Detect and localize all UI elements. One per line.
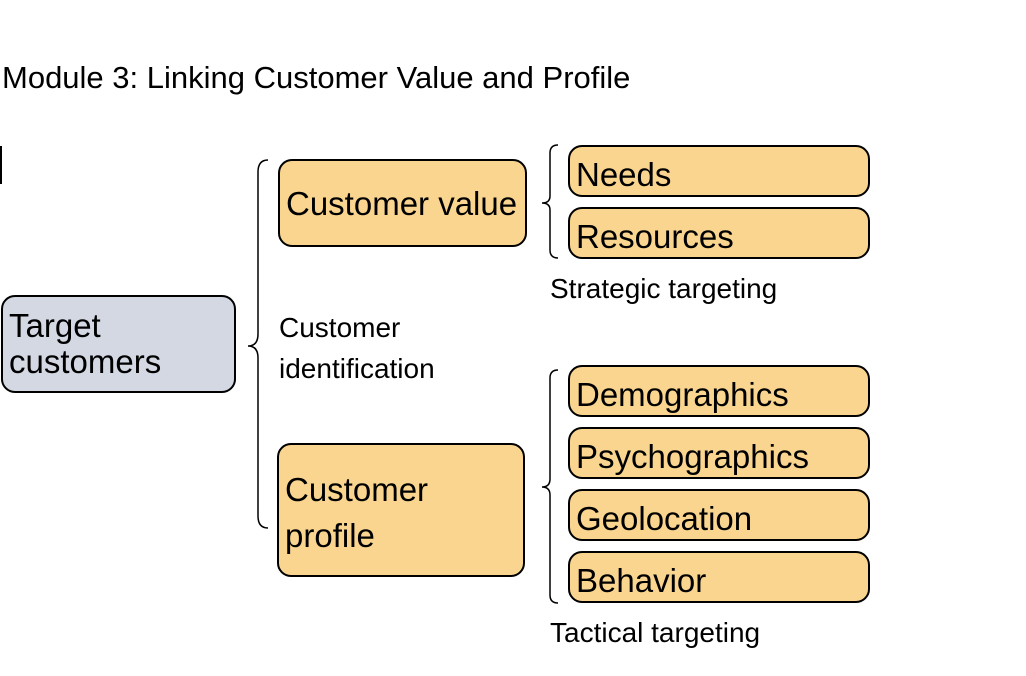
resources-node: Resources <box>568 207 870 259</box>
tactical-targeting-label: Tactical targeting <box>550 617 761 648</box>
text-cursor <box>0 146 2 184</box>
behavior-label: Behavior <box>576 562 707 599</box>
target-customers-line1: Target <box>9 307 101 344</box>
profile-brace <box>541 369 559 604</box>
geolocation-label: Geolocation <box>576 500 753 537</box>
resources-label: Resources <box>576 218 734 255</box>
customer-identification-line2: identification <box>279 353 435 384</box>
geolocation-node: Geolocation <box>568 489 870 541</box>
customer-profile-node: Customer profile <box>277 443 525 577</box>
psychographics-label: Psychographics <box>576 438 809 475</box>
needs-label: Needs <box>576 156 672 193</box>
demographics-node: Demographics <box>568 365 870 417</box>
demographics-label: Demographics <box>576 376 789 413</box>
target-customers-line2: customers <box>9 343 162 380</box>
customer-value-node: Customer value <box>278 159 527 247</box>
needs-node: Needs <box>568 145 870 197</box>
customer-profile-line1: Customer <box>285 471 429 508</box>
root-brace <box>247 159 269 529</box>
behavior-node: Behavior <box>568 551 870 603</box>
page-title: Module 3: Linking Customer Value and Pro… <box>2 60 631 95</box>
customer-profile-line2: profile <box>285 517 375 554</box>
value-brace <box>541 144 559 259</box>
psychographics-node: Psychographics <box>568 427 870 479</box>
customer-identification-line1: Customer <box>279 312 401 343</box>
customer-value-label: Customer value <box>286 185 518 222</box>
target-customers-node: Target customers <box>1 295 236 393</box>
strategic-targeting-label: Strategic targeting <box>550 273 778 304</box>
